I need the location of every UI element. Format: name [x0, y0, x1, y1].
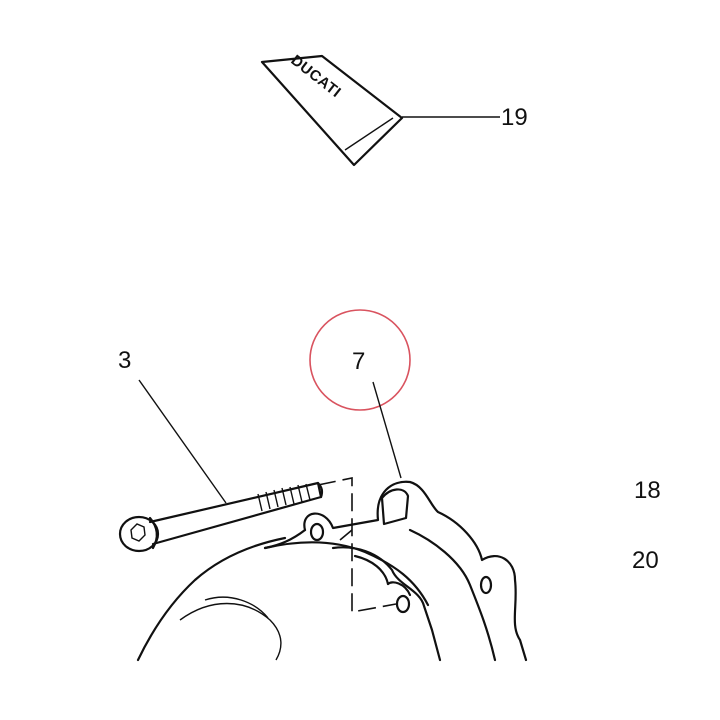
engine-housing [136, 536, 430, 662]
leader-line-3 [138, 379, 227, 504]
callout-19[interactable]: 19 [501, 104, 528, 131]
leader-line-7 [372, 381, 402, 479]
assembly-dashed-guide-2 [339, 529, 353, 541]
callout-18[interactable]: 18 [634, 477, 661, 504]
highlight-circle-part-7 [309, 309, 411, 411]
callout-3[interactable]: 3 [118, 347, 131, 374]
part-7-gasket [263, 480, 528, 662]
part-3-screw [118, 481, 324, 553]
decal-brand-text: DUCATI [288, 52, 345, 101]
callout-7[interactable]: 7 [352, 348, 365, 375]
callout-20[interactable]: 20 [632, 547, 659, 574]
assembly-dashed-guide [317, 477, 397, 613]
part-19-decal: DUCATI [260, 52, 404, 167]
